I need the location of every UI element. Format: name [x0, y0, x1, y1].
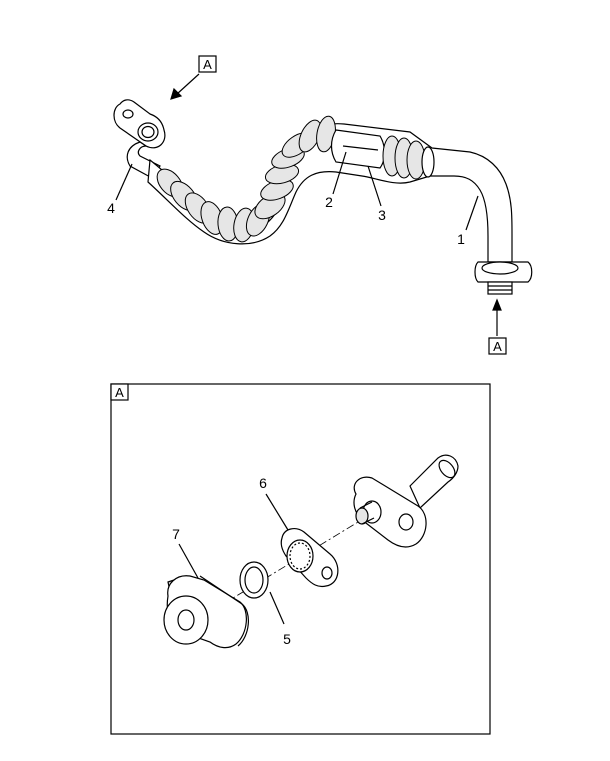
leader-1 [465, 195, 479, 231]
leader-5 [269, 591, 285, 625]
view-marker-a-top-box [198, 55, 217, 73]
view-marker-a-bottom: A [493, 339, 502, 354]
detail-frame [110, 383, 491, 735]
callout-2: 2 [325, 194, 333, 210]
hose-end-ribs [382, 135, 426, 180]
oil-line-assembly: A [113, 55, 533, 355]
view-arrow-bottom-head [492, 298, 502, 311]
gasket-bore-ring [289, 542, 311, 570]
leader-2 [332, 151, 347, 195]
view-arrow-top-head [170, 87, 183, 100]
cap-rim [199, 575, 249, 647]
view-marker-a-bottom-box [488, 337, 507, 355]
leader-4 [115, 163, 133, 201]
right-fitting-nipple [487, 281, 513, 295]
view-marker-a-top: A [203, 57, 212, 72]
callout-6: 6 [259, 475, 267, 491]
view-arrow-top [176, 73, 200, 95]
upper-flange [113, 99, 166, 149]
upper-flange-bolt-hole [122, 109, 134, 119]
callout-3: 3 [378, 207, 386, 223]
right-fitting-nut [481, 261, 519, 275]
detail-flange-bolt-hole [398, 513, 414, 531]
clamp-sleeve [330, 129, 386, 169]
hose-wrap-bands [156, 115, 336, 243]
hose-end-collar [421, 146, 435, 178]
detail-tube-end [438, 459, 456, 479]
o-ring-inner [244, 566, 264, 594]
gasket-bolt-hole [321, 566, 333, 580]
clamp-sleeve-edge [342, 145, 379, 151]
leader-6 [265, 493, 289, 531]
detail-label-box [110, 383, 129, 401]
detail-label: A [115, 385, 124, 400]
leader-3 [367, 165, 382, 207]
upper-flange-bore [141, 125, 155, 139]
callout-5: 5 [283, 631, 291, 647]
detail-tube [409, 454, 459, 510]
detail-view-a: A [110, 383, 491, 735]
cap-bore [177, 609, 195, 631]
callout-4: 4 [107, 200, 115, 216]
callout-7: 7 [172, 526, 180, 542]
callout-1: 1 [457, 231, 465, 247]
leader-7 [178, 543, 199, 579]
